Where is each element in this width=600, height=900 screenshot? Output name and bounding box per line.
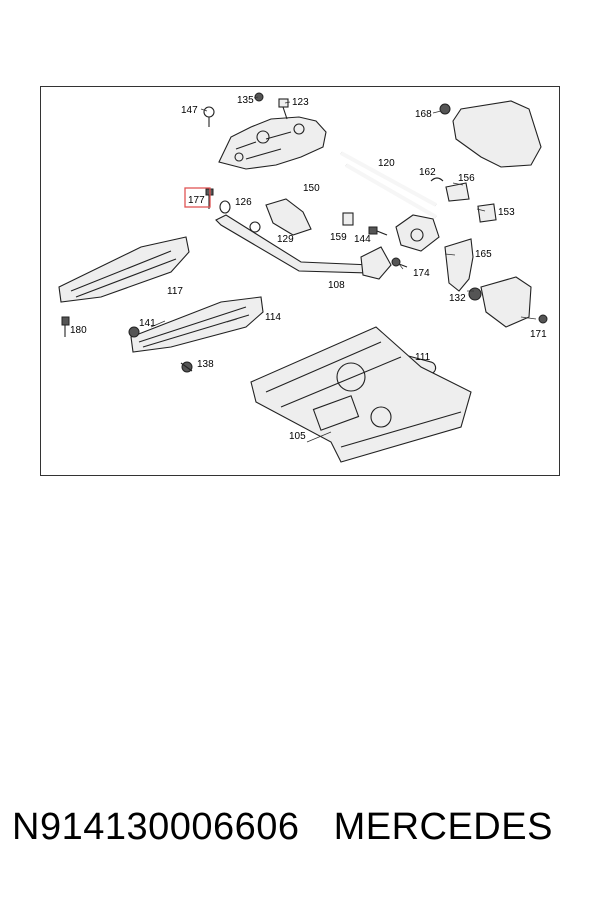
callout-159: 159 [330, 232, 347, 243]
seat-base-105-assembly [250, 326, 472, 463]
callout-135: 135 [237, 95, 254, 106]
callout-177: 177 [188, 195, 205, 206]
callout-150: 150 [303, 183, 320, 194]
upper-mechanism-assembly [218, 116, 327, 170]
callout-132: 132 [449, 293, 466, 304]
brand-name: MERCEDES [333, 806, 553, 848]
callout-144: 144 [354, 234, 371, 245]
bushing-159-part [342, 212, 354, 226]
callout-120: 120 [378, 158, 395, 169]
bolt-123-part [278, 98, 289, 120]
callout-180: 180 [70, 325, 87, 336]
caption: N914130006606 MERCEDES [12, 806, 592, 849]
cover-168-part [439, 100, 542, 168]
callout-labels: 147 135 123 168 120 162 156 150 177 126 153 129 159 1… [70, 95, 547, 442]
part-number: N914130006606 [12, 806, 300, 848]
bracket-171-part [468, 276, 548, 328]
callout-leaders [150, 96, 537, 443]
parts-diagram-frame: 147 135 123 168 120 162 156 150 177 126 153 129 159 1… [40, 86, 560, 476]
highlight-box-177 [184, 187, 211, 208]
callout-171: 171 [530, 329, 547, 340]
callout-165: 165 [475, 249, 492, 260]
callout-141: 141 [139, 318, 156, 329]
seat-frame-exploded-view: 147 135 123 168 120 162 156 150 177 126 153 129 159 1… [58, 92, 548, 463]
callout-114: 114 [265, 312, 281, 323]
callout-174: 174 [413, 268, 430, 279]
callout-123: 123 [292, 97, 309, 108]
bolt-174-part [391, 257, 408, 268]
rail-117-part [58, 236, 190, 303]
callout-162: 162 [419, 167, 436, 178]
callout-105: 105 [289, 431, 306, 442]
callout-126: 126 [235, 197, 252, 208]
callout-147: 147 [181, 105, 198, 116]
bolt-180-part [61, 316, 70, 337]
bolt-138-part [180, 361, 193, 373]
washer-126-part [219, 200, 231, 214]
callout-168: 168 [415, 109, 432, 120]
callout-108: 108 [328, 280, 345, 291]
callout-111: 111 [415, 352, 431, 363]
gear-bracket-assembly [395, 214, 440, 252]
link-plate-165-part [444, 238, 474, 292]
tube-150-part [344, 163, 438, 219]
plate-153-part [477, 203, 497, 223]
callout-117: 117 [167, 286, 183, 297]
tube-120-part [340, 151, 437, 207]
nut-141-part [128, 326, 140, 338]
nut-135-part [254, 92, 264, 102]
callout-153: 153 [498, 207, 515, 218]
callout-156: 156 [458, 173, 475, 184]
bolt-144-part [368, 226, 388, 236]
callout-138: 138 [197, 359, 214, 370]
rail-114-part [130, 296, 264, 353]
crossbar-108-assembly [215, 198, 392, 280]
bolt-147-part [203, 106, 215, 127]
callout-129: 129 [277, 234, 294, 245]
